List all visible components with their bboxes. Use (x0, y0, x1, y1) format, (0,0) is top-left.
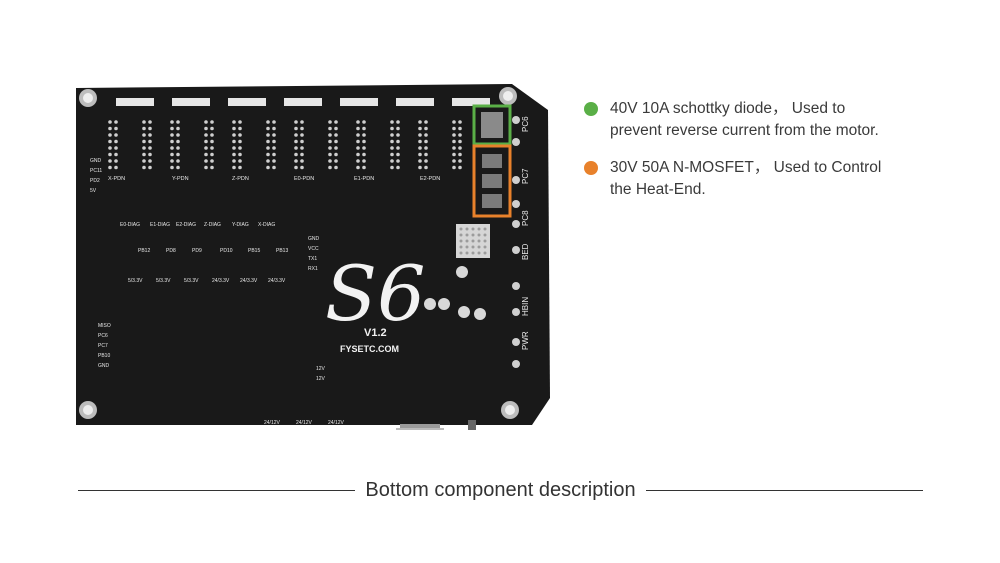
connector-label-pc7: PC7 (521, 168, 530, 184)
e1-pdn-label: E1-PDN (354, 176, 374, 182)
uart-label-rx1: RX1 (308, 266, 318, 272)
legend-item-diode: 40V 10A schottky diode， Used to prevent … (583, 98, 983, 142)
component-legend: 40V 10A schottky diode， Used to prevent … (583, 98, 983, 216)
board-version: V1.2 (364, 327, 387, 339)
legend-text-mosfet: 30V 50A N-MOSFET， Used to Control the He… (610, 159, 882, 198)
voltage-label-3: 5/3.3V (184, 278, 199, 284)
caption-text: Bottom component description (365, 478, 636, 501)
board-logo: S6 (325, 249, 425, 338)
uart-label-tx1: TX1 (308, 256, 317, 262)
driver-pdn-labels: X-PDN Y-PDN Z-PDN E0-PDN E1-PDN E2-PDN (108, 176, 440, 182)
spi-label-pc7: PC7 (98, 343, 108, 349)
diode-highlight-box (472, 104, 512, 146)
pin-label-pd9: PD9 (192, 248, 202, 254)
spi-label-pc6: PC6 (98, 333, 108, 339)
pin-label-pb12: PB12 (138, 248, 150, 254)
large-pads (424, 266, 486, 320)
legend-text-diode: 40V 10A schottky diode， Used to prevent … (610, 100, 879, 139)
top-header-blocks (116, 98, 490, 106)
mounting-holes (79, 87, 519, 419)
spi-labels: MISO PC6 PC7 PB10 GND (98, 323, 111, 369)
connector-label-pc8: PC8 (521, 210, 530, 226)
ic-chip (456, 224, 490, 258)
uart-label-vcc: VCC (308, 246, 319, 252)
green-dot-icon (584, 102, 598, 116)
connector-label-bed: BED (521, 243, 530, 260)
usb-connector (400, 424, 440, 430)
power-label-2412-c: 24/12V (328, 420, 345, 426)
pin-label-pd8: PD8 (166, 248, 176, 254)
power-labels: 12V 12V 24/12V 24/12V 24/12V (264, 366, 345, 426)
right-connector-labels: PC6 PC7 PC8 BED HBIN PWR (521, 116, 530, 350)
y-pdn-label: Y-PDN (172, 176, 189, 182)
uart-labels: GND VCC TX1 RX1 (308, 236, 320, 272)
connector-label-pwr: PWR (521, 331, 530, 350)
connector-label-hbin: HBIN (521, 297, 530, 316)
e2-pdn-label: E2-PDN (420, 176, 440, 182)
power-label-2412-a: 24/12V (264, 420, 281, 426)
voltage-label-2: 5/3.3V (156, 278, 171, 284)
legend-item-mosfet: 30V 50A N-MOSFET， Used to Control the He… (583, 157, 983, 201)
board-url: FYSETC.COM (340, 344, 399, 354)
pin-label-pb15: PB15 (248, 248, 260, 254)
diag-label-z: Z-DIAG (204, 222, 221, 228)
connector-label-pc6: PC6 (521, 116, 530, 132)
diag-labels: E0-DIAG E1-DIAG E2-DIAG Z-DIAG Y-DIAG X-… (120, 222, 275, 228)
pin-label-pd10: PD10 (220, 248, 233, 254)
diag-label-e2: E2-DIAG (176, 222, 196, 228)
voltage-label-5: 24/3.3V (240, 278, 258, 284)
voltage-label-4: 24/3.3V (212, 278, 230, 284)
power-label-2412-b: 24/12V (296, 420, 313, 426)
spi-label-miso: MISO (98, 323, 111, 329)
voltage-label-1: 5/3.3V (128, 278, 143, 284)
x-pdn-label: X-PDN (108, 176, 125, 182)
pin-label-pb13: PB13 (276, 248, 288, 254)
left-label-5v: 5V (90, 188, 97, 194)
power-label-12v-a: 12V (316, 366, 326, 372)
spi-label-pb10: PB10 (98, 353, 110, 359)
left-label-gnd: GND (90, 158, 102, 164)
driver-socket-pins (108, 120, 462, 170)
reset-switch (468, 420, 476, 430)
diag-label-x: X-DIAG (258, 222, 275, 228)
diag-label-y: Y-DIAG (232, 222, 249, 228)
left-gpio-labels: GND PC11 PD2 5V (90, 158, 102, 194)
left-label-pd2: PD2 (90, 178, 100, 184)
pcb-board-photo: X-PDN Y-PDN Z-PDN E0-PDN E1-PDN E2-PDN G… (72, 80, 560, 430)
pcb-outline (76, 84, 550, 425)
uart-label-gnd: GND (308, 236, 320, 242)
diag-label-e1: E1-DIAG (150, 222, 170, 228)
caption-divider-left (78, 489, 356, 491)
power-label-12v-b: 12V (316, 376, 326, 382)
z-pdn-label: Z-PDN (232, 176, 249, 182)
pin-labels: PB12 PD8 PD9 PD10 PB15 PB13 (138, 248, 288, 254)
spi-label-gnd: GND (98, 363, 110, 369)
voltage-label-6: 24/3.3V (268, 278, 286, 284)
screw-terminals (512, 116, 520, 368)
diag-label-e0: E0-DIAG (120, 222, 140, 228)
voltage-labels: 5/3.3V 5/3.3V 5/3.3V 24/3.3V 24/3.3V 24/… (128, 278, 286, 284)
usb-body (396, 428, 444, 430)
left-label-pc11: PC11 (90, 168, 102, 174)
orange-dot-icon (584, 161, 598, 175)
caption-divider-right (645, 489, 923, 491)
mosfets (482, 154, 502, 208)
mosfet-highlight-box (472, 144, 512, 218)
e0-pdn-label: E0-PDN (294, 176, 314, 182)
schottky-diode (481, 112, 503, 138)
pcb-board-graphic: X-PDN Y-PDN Z-PDN E0-PDN E1-PDN E2-PDN G… (76, 84, 550, 430)
caption-row: Bottom component description (78, 478, 923, 502)
